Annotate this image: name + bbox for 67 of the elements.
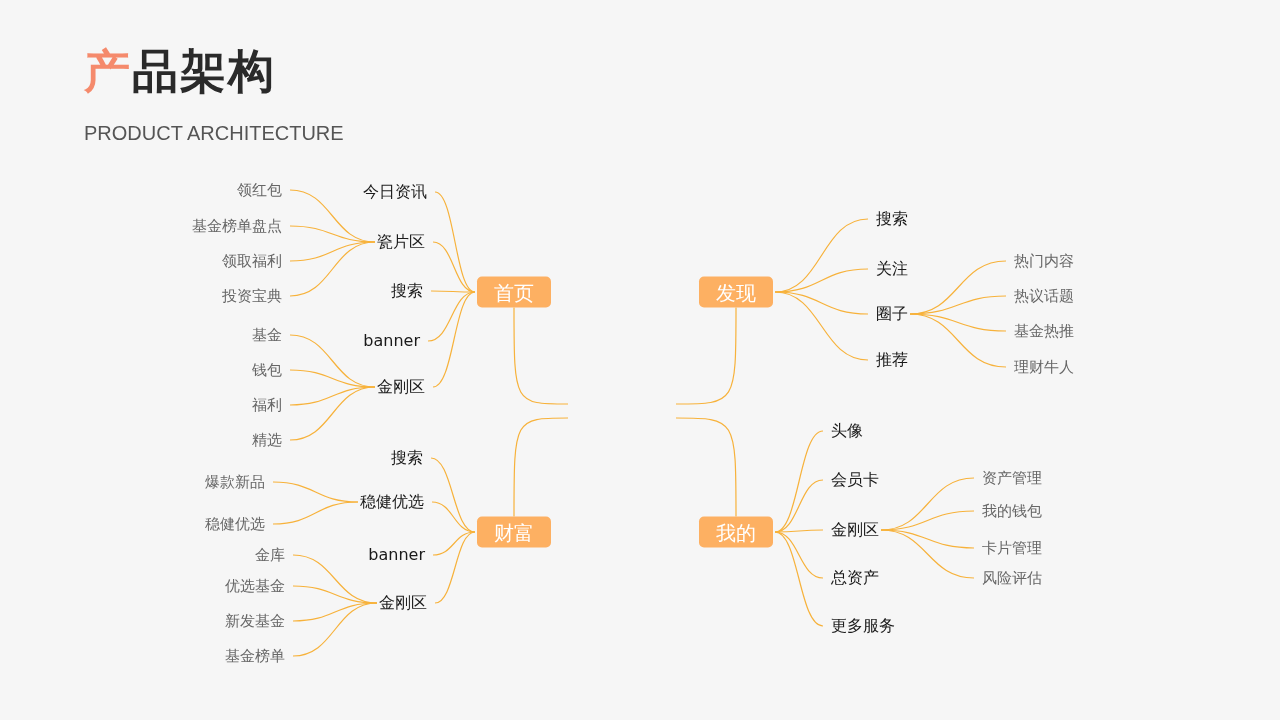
- topic-label: 稳健优选: [360, 490, 424, 514]
- topic-label: banner: [368, 543, 425, 567]
- connector-line: [513, 417, 569, 518]
- topic-label: banner: [363, 329, 420, 353]
- subtopic-label: 领取福利: [222, 249, 282, 273]
- topic-label: 关注: [876, 257, 908, 281]
- subtopic-label: 资产管理: [982, 466, 1042, 490]
- topic-label: 头像: [831, 419, 863, 443]
- branch-box: 我的: [699, 516, 773, 548]
- connector-line: [774, 531, 824, 627]
- title: 产品架构: [84, 48, 276, 94]
- topic-label: 今日资讯: [363, 180, 427, 204]
- connector-line: [432, 291, 476, 388]
- subtopic-label: 稳健优选: [205, 512, 265, 536]
- topic-label: 搜索: [391, 446, 423, 470]
- subtopic-label: 热门内容: [1014, 249, 1074, 273]
- subtopic-label: 理财牛人: [1014, 355, 1074, 379]
- connector-line: [774, 291, 869, 315]
- topic-label: 瓷片区: [377, 230, 425, 254]
- connector-line: [289, 386, 376, 441]
- branch-box: 发现: [699, 276, 773, 308]
- connector-line: [289, 241, 376, 297]
- branch-box: 首页: [477, 276, 551, 308]
- connector-line: [292, 602, 378, 657]
- subtitle: PRODUCT ARCHITECTURE: [84, 121, 344, 146]
- subtopic-label: 热议话题: [1014, 284, 1074, 308]
- topic-label: 会员卡: [831, 468, 879, 492]
- connector-line: [434, 531, 476, 604]
- connector-line: [909, 313, 1007, 368]
- connector-line: [880, 529, 975, 579]
- subtopic-label: 优选基金: [225, 574, 285, 598]
- subtopic-label: 钱包: [252, 358, 282, 382]
- connector-line: [675, 417, 737, 518]
- topic-label: 推荐: [876, 348, 908, 372]
- subtopic-label: 新发基金: [225, 609, 285, 633]
- connector-line: [289, 386, 376, 406]
- topic-label: 搜索: [391, 279, 423, 303]
- subtopic-label: 精选: [252, 428, 282, 452]
- connector-line: [432, 531, 476, 556]
- connector-line: [774, 529, 824, 533]
- subtopic-label: 爆款新品: [205, 470, 265, 494]
- subtopic-label: 福利: [252, 393, 282, 417]
- subtopic-label: 基金榜单: [225, 644, 285, 668]
- topic-label: 更多服务: [831, 614, 895, 638]
- subtopic-label: 金库: [255, 543, 285, 567]
- branch-box: 财富: [477, 516, 551, 548]
- subtopic-label: 卡片管理: [982, 536, 1042, 560]
- subtopic-label: 基金榜单盘点: [192, 214, 282, 238]
- subtopic-label: 基金: [252, 323, 282, 347]
- topic-label: 圈子: [876, 302, 908, 326]
- topic-label: 金刚区: [831, 518, 879, 542]
- subtopic-label: 风险评估: [982, 566, 1042, 590]
- connector-line: [774, 291, 869, 361]
- connector-line: [272, 501, 359, 525]
- subtopic-label: 投资宝典: [222, 284, 282, 308]
- topic-label: 总资产: [831, 566, 879, 590]
- subtopic-label: 我的钱包: [982, 499, 1042, 523]
- connector-line: [675, 306, 737, 405]
- topic-label: 金刚区: [377, 375, 425, 399]
- connector-line: [292, 602, 378, 622]
- connector-line: [909, 313, 1007, 332]
- topic-label: 金刚区: [379, 591, 427, 615]
- connector-line: [513, 306, 569, 405]
- subtopic-label: 领红包: [237, 178, 282, 202]
- subtopic-label: 基金热推: [1014, 319, 1074, 343]
- connector-line: [289, 241, 376, 262]
- topic-label: 搜索: [876, 207, 908, 231]
